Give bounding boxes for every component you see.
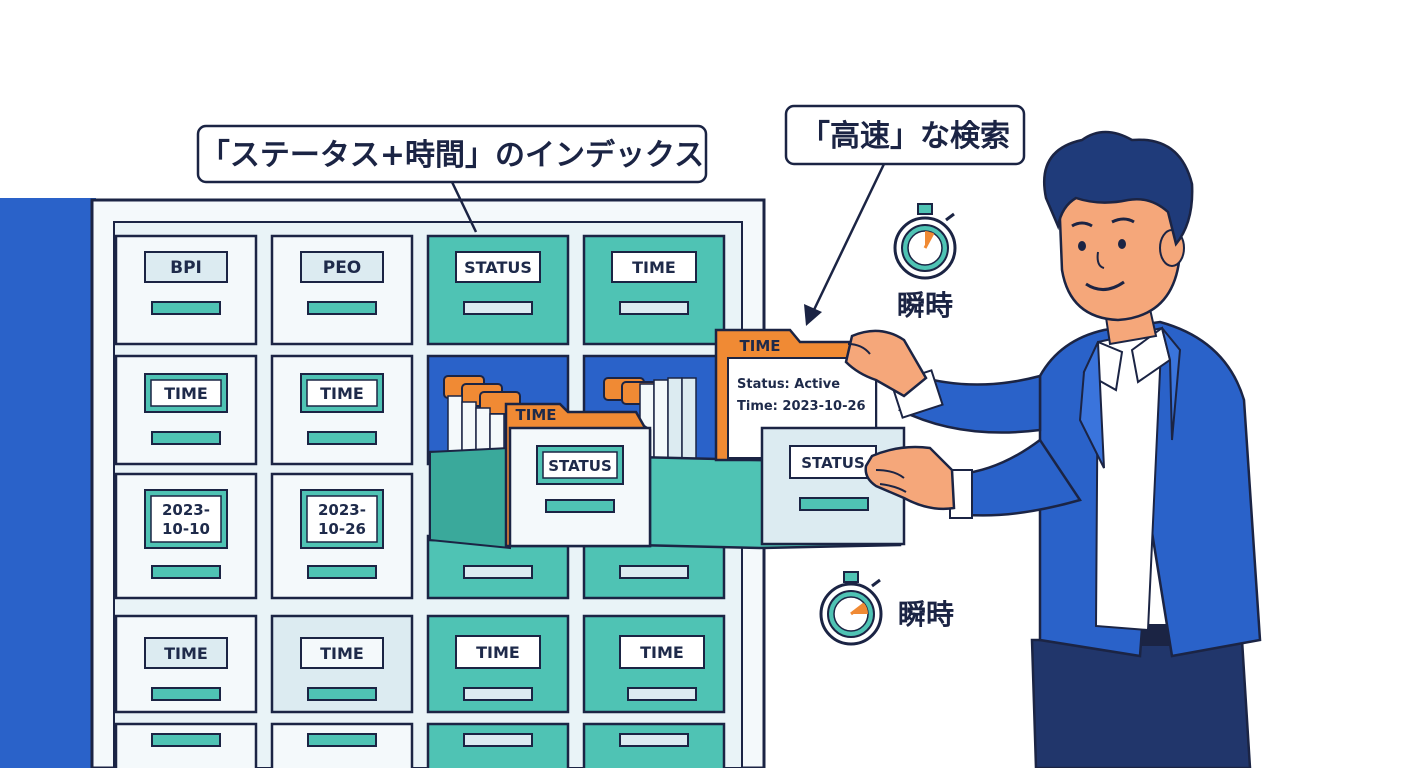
- drawer-handle: [463, 733, 533, 747]
- drawer-handle: [627, 687, 697, 701]
- drawer-handle: [619, 733, 689, 747]
- person-illustration: [844, 130, 1262, 768]
- drawer-time-r4b[interactable]: TIME: [270, 614, 414, 714]
- drawer-label: TIME: [632, 258, 676, 277]
- arrow-head-icon: [804, 304, 822, 326]
- callout-search: 「高速」な検索: [784, 104, 1026, 326]
- drawer-label: TIME: [320, 384, 364, 403]
- drawer-time-r2a[interactable]: TIME: [114, 354, 258, 466]
- drawer-time-r4a[interactable]: TIME: [114, 614, 258, 714]
- drawer-label: TIME: [640, 643, 684, 662]
- drawer-handle: [151, 687, 221, 701]
- drawer-handle: [619, 565, 689, 579]
- front-card-label: STATUS: [548, 457, 612, 475]
- front-folder-tab-label: TIME: [516, 406, 557, 424]
- drawer-time-r2b[interactable]: TIME: [270, 354, 414, 466]
- callout-index: 「ステータス+時間」のインデックス: [196, 124, 708, 233]
- callout-index-text: 「ステータス+時間」のインデックス: [200, 138, 704, 173]
- drawer-handle: [463, 301, 533, 315]
- drawer-handle: [151, 733, 221, 747]
- held-card-handle: [799, 497, 869, 511]
- drawer-label: TIME: [320, 644, 364, 663]
- drawer-label-line2: 10-10: [162, 520, 210, 538]
- held-folder[interactable]: TIME Status: Active Time: 2023-10-26 STA…: [714, 328, 906, 546]
- drawer-handle: [151, 431, 221, 445]
- held-card-label: STATUS: [801, 454, 865, 472]
- held-folder-tab-label: TIME: [740, 337, 781, 355]
- drawer-label-line1: 2023-: [162, 501, 210, 519]
- drawer-label: TIME: [164, 384, 208, 403]
- drawer-status[interactable]: STATUS: [426, 234, 570, 346]
- timer-bottom-text: 瞬時: [898, 598, 954, 631]
- held-folder-time-line: Time: 2023-10-26: [737, 399, 866, 414]
- stopwatch-icon: [893, 203, 957, 280]
- stopwatch-icon: [819, 571, 883, 646]
- timer-top-text: 瞬時: [897, 289, 953, 322]
- drawer-bpi[interactable]: BPI: [114, 234, 258, 346]
- drawer-date-1010[interactable]: 2023- 10-10: [114, 472, 258, 600]
- drawer-date-1026[interactable]: 2023- 10-26: [270, 472, 414, 600]
- drawer-handle: [463, 565, 533, 579]
- drawer-handle: [151, 301, 221, 315]
- drawer-label-line2: 10-26: [318, 520, 366, 538]
- drawer-time-r1[interactable]: TIME: [582, 234, 726, 346]
- drawer-handle: [619, 301, 689, 315]
- callout-search-text: 「高速」な検索: [800, 119, 1010, 154]
- drawer-handle: [307, 733, 377, 747]
- drawer-label-line1: 2023-: [318, 501, 366, 519]
- front-card-handle: [545, 499, 615, 513]
- drawer-handle: [307, 301, 377, 315]
- drawer-time-r4c[interactable]: TIME: [426, 614, 570, 714]
- drawer-time-r4d[interactable]: TIME: [582, 614, 726, 714]
- drawer-label: PEO: [323, 258, 362, 278]
- drawer-label: STATUS: [464, 258, 532, 277]
- drawer-handle: [307, 565, 377, 579]
- drawer-label: TIME: [164, 644, 208, 663]
- held-folder-status-line: Status: Active: [737, 377, 840, 392]
- drawer-handle: [307, 687, 377, 701]
- drawer-handle: [307, 431, 377, 445]
- drawer-handle: [463, 687, 533, 701]
- drawer-label: BPI: [170, 258, 202, 278]
- drawer-handle: [151, 565, 221, 579]
- blue-wall: [0, 198, 96, 768]
- drawer-peo[interactable]: PEO: [270, 234, 414, 346]
- drawer-label: TIME: [476, 643, 520, 662]
